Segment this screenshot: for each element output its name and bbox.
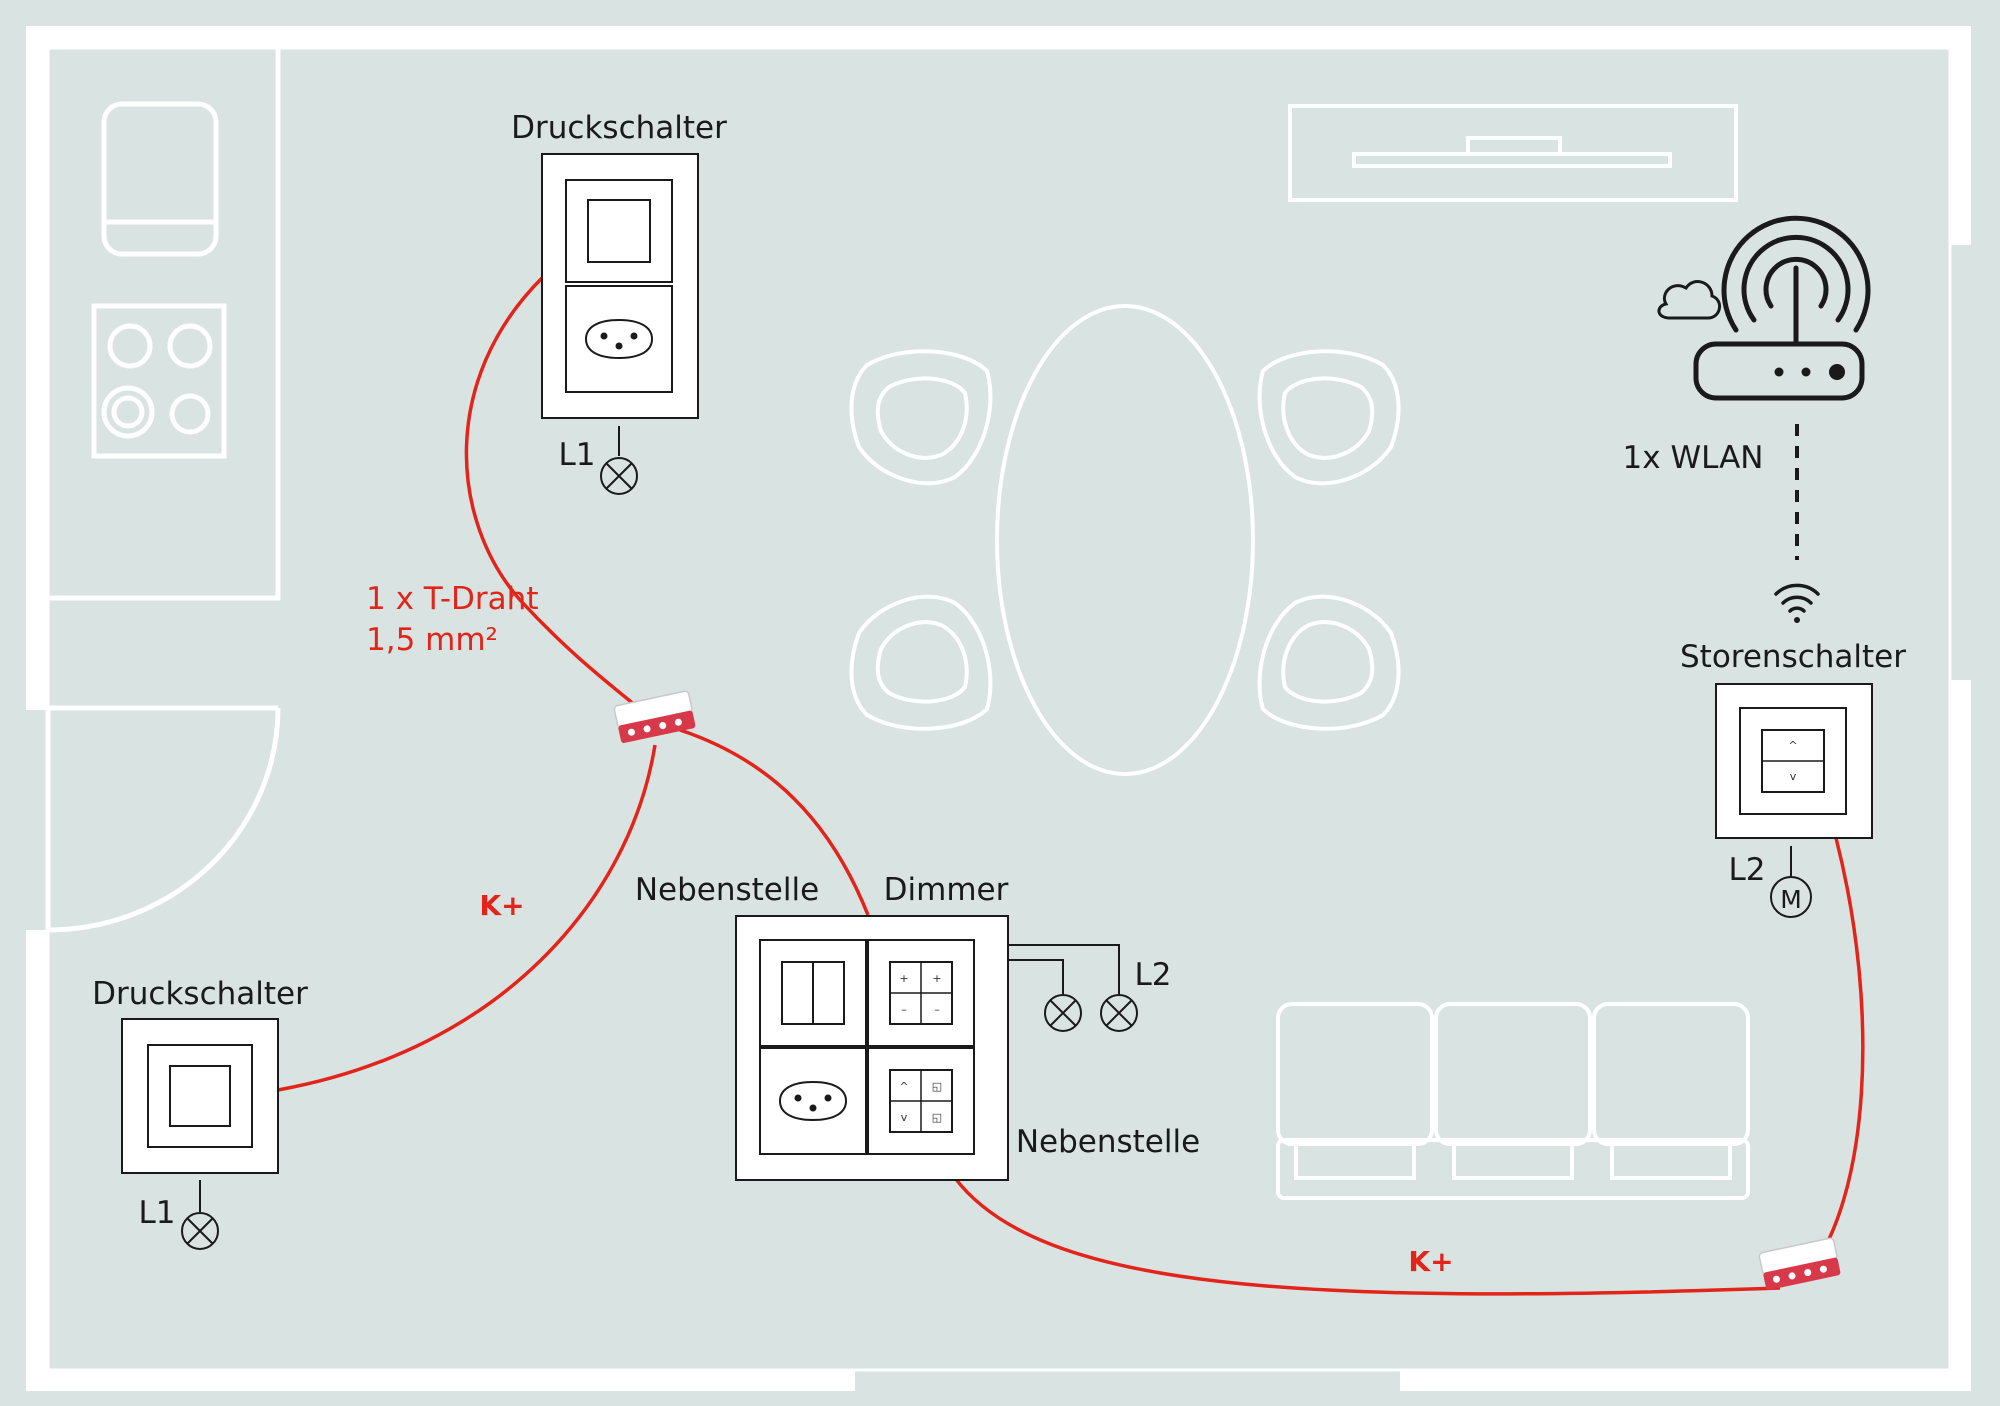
socket-icon (584, 318, 654, 360)
druckschalter-top-device (541, 153, 699, 419)
lamp-icon (600, 426, 638, 495)
wire-storenschalter (1803, 837, 1865, 1280)
socket-icon (778, 1080, 848, 1122)
svg-text:◱: ◱ (932, 1111, 942, 1124)
label-dimmer: Dimmer (884, 872, 1009, 908)
wifi-icon (1774, 583, 1820, 623)
lamp-icon (181, 1180, 219, 1250)
sideboard (1288, 104, 1738, 202)
svg-text:+: + (899, 972, 908, 985)
label-l2-right: L2 (1729, 852, 1766, 888)
svg-text:◱: ◱ (932, 1080, 942, 1093)
label-l1-top: L1 (559, 437, 596, 473)
storenschalter-device: ^ v (1715, 683, 1873, 839)
svg-text:+: + (932, 972, 941, 985)
label-nebenstelle-top: Nebenstelle (635, 872, 819, 908)
sofa (1276, 1002, 1750, 1200)
lamp-icon (1008, 944, 1138, 1032)
label-druckschalter-top: Druckschalter (511, 110, 727, 146)
label-druckschalter-left: Druckschalter (92, 976, 308, 1012)
label-kplus-bottom: K+ (1408, 1245, 1453, 1278)
wire-nebenstelle (679, 728, 870, 916)
svg-text:^: ^ (1788, 739, 1797, 752)
label-tdraht-line2: 1,5 mm² (366, 622, 498, 658)
druckschalter-left-device (121, 1018, 279, 1174)
label-tdraht-line1: 1 x T-Draht (366, 581, 538, 617)
label-motor: M (1780, 885, 1802, 914)
wago-connector-icon (613, 690, 696, 743)
router-icon (1693, 341, 1865, 401)
door (45, 705, 281, 933)
svg-text:–: – (934, 1003, 940, 1016)
wire-druckschalter-top (464, 276, 652, 720)
label-kplus-left: K+ (479, 889, 524, 922)
label-l1-left: L1 (139, 1195, 176, 1231)
wago-connector-icon (1758, 1237, 1841, 1290)
label-l2-center: L2 (1135, 957, 1172, 993)
cloud-icon (1657, 280, 1721, 320)
label-nebenstelle-bottom: Nebenstelle (1016, 1124, 1200, 1160)
kitchen (48, 48, 281, 601)
svg-text:–: – (901, 1003, 907, 1016)
broadcast-signal-icon (1721, 215, 1871, 347)
nebenstelle-dimmer-device: + + – – ^ ◱ v ◱ (735, 915, 1009, 1181)
dining-table (995, 304, 1255, 776)
svg-text:v: v (1790, 770, 1797, 783)
lamp-icon (1008, 959, 1082, 1032)
label-wlan: 1x WLAN (1623, 440, 1764, 476)
chairs (849, 349, 1401, 731)
svg-text:^: ^ (899, 1080, 908, 1093)
wire-bottom (953, 1176, 1781, 1296)
wire-druckschalter-left (277, 744, 657, 1092)
svg-text:v: v (901, 1111, 908, 1124)
motor-icon (1770, 846, 1812, 918)
label-storenschalter: Storenschalter (1680, 639, 1906, 675)
wires (277, 276, 1865, 1296)
